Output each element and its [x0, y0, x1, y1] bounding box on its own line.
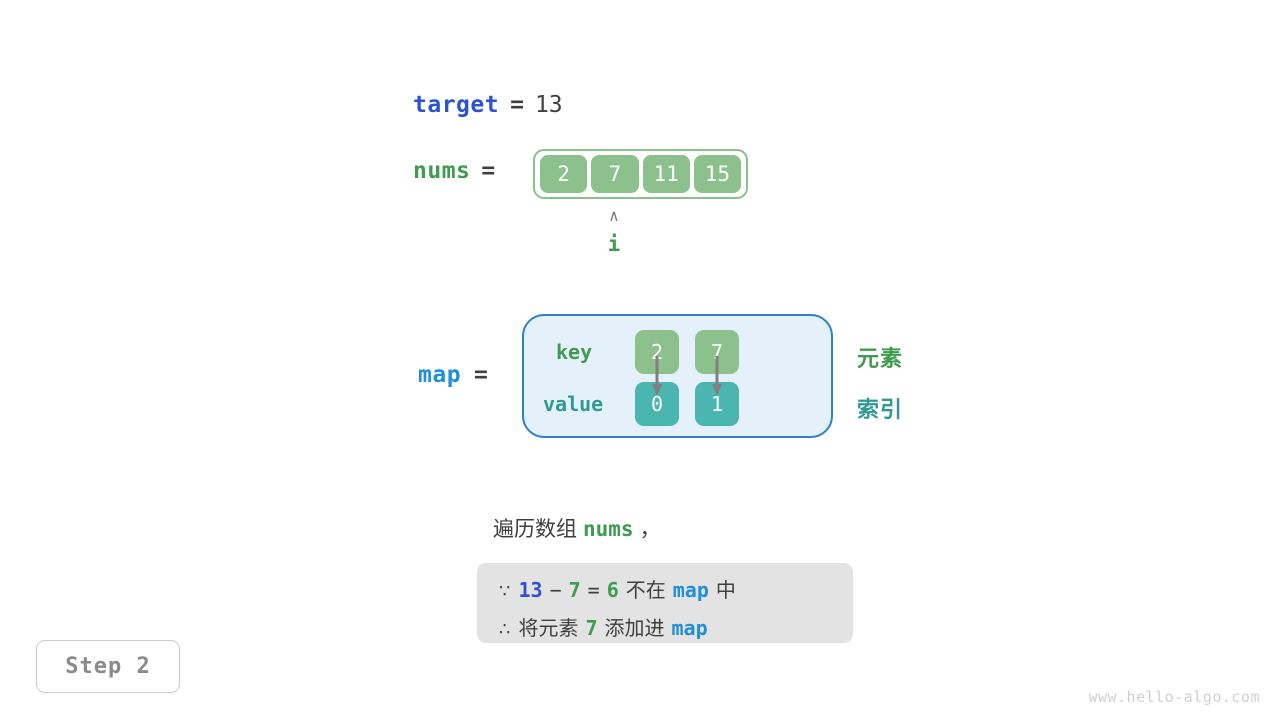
explain-operand-a: 13: [518, 578, 543, 602]
explain-equals: =: [587, 578, 600, 602]
caption-code-nums: nums: [583, 517, 634, 541]
caption-prefix: 遍历数组: [493, 517, 577, 541]
nums-cell-0: 2: [540, 155, 588, 193]
nums-cell-3: 15: [693, 155, 741, 193]
map-row-label-value: value: [543, 392, 604, 416]
annotation-element: 元素: [857, 347, 904, 372]
map-key-cell-1: 7: [695, 330, 739, 374]
explain-result: 6: [606, 578, 619, 602]
explain-map-ref-1: map: [672, 578, 709, 602]
target-declaration: target = 13: [413, 92, 563, 118]
nums-array: 2 7 11 15: [533, 149, 748, 199]
target-equals-sign: =: [510, 92, 524, 118]
explain-map-ref-2: map: [671, 616, 708, 640]
nums-cell-1: 7: [591, 155, 639, 193]
explain-text-add-element: 将元素: [518, 616, 579, 640]
explain-added-value: 7: [585, 616, 598, 640]
therefore-symbol: ∴: [499, 619, 511, 640]
explain-operator: −: [549, 578, 562, 602]
explain-tail: 中: [715, 578, 736, 602]
pointer-i: ∧ i: [592, 206, 636, 256]
map-row-label-key: key: [556, 340, 593, 364]
map-equals-sign: =: [474, 362, 488, 388]
target-value: 13: [534, 92, 563, 118]
pointer-caret-icon: ∧: [609, 206, 619, 225]
explain-text-add-into: 添加进: [604, 616, 665, 640]
nums-declaration: nums =: [413, 158, 506, 184]
step-badge: Step 2: [36, 640, 180, 693]
explain-text-not-in: 不在: [625, 578, 666, 602]
nums-equals-sign: =: [481, 158, 496, 184]
because-symbol: ∵: [499, 581, 511, 602]
map-link-arrow-1: [712, 356, 722, 396]
watermark: www.hello-algo.com: [1088, 688, 1260, 706]
map-declaration: map =: [418, 362, 488, 388]
explain-operand-b: 7: [568, 578, 581, 602]
nums-variable-name: nums: [413, 158, 471, 184]
map-variable-name: map: [418, 362, 462, 388]
annotation-index: 索引: [857, 398, 904, 423]
map-link-arrow-0: [652, 356, 662, 396]
pointer-i-label: i: [607, 232, 621, 256]
caption-suffix: ，: [639, 517, 661, 541]
target-variable-name: target: [413, 92, 500, 118]
nums-cell-2: 11: [642, 155, 690, 193]
